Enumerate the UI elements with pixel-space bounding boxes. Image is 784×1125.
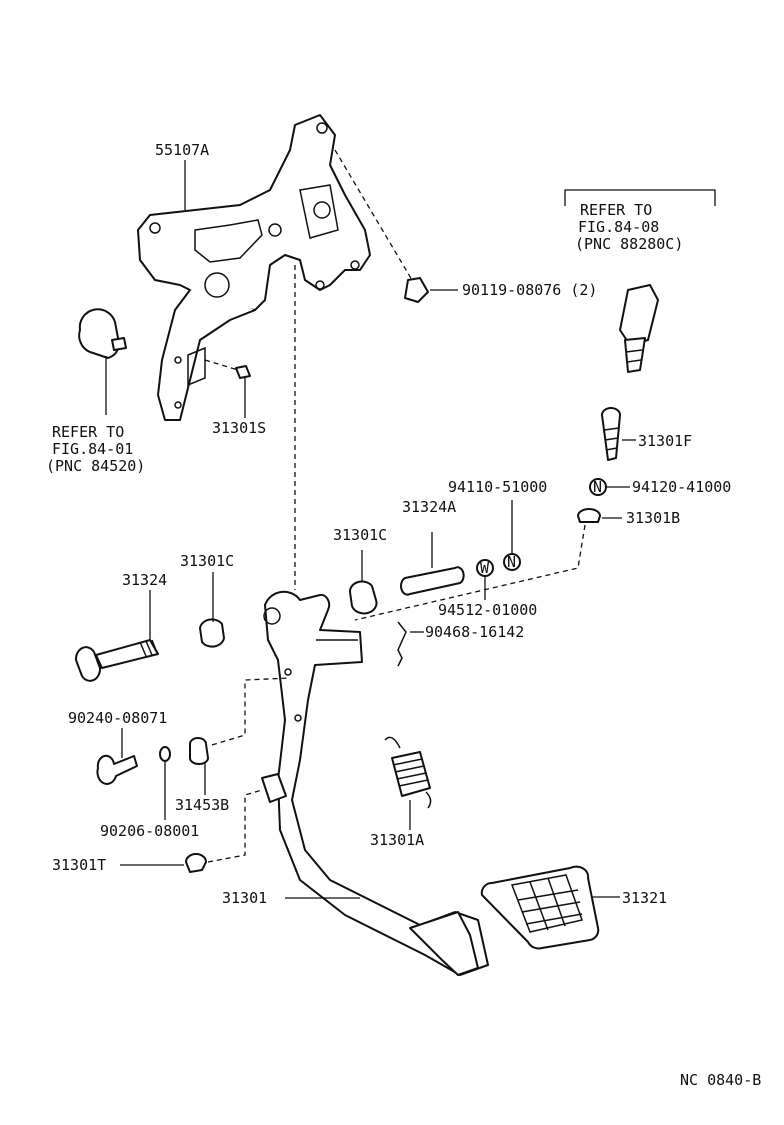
ref1-line1: REFER TO — [580, 201, 652, 219]
clip-90468 — [397, 621, 424, 667]
nut-94110: N — [503, 500, 521, 571]
label-31301S: 31301S — [212, 419, 266, 437]
pedal-bolt-31324 — [74, 590, 159, 682]
bracket-screw — [204, 359, 251, 418]
washer-90206 — [159, 746, 171, 820]
label-90240: 90240-08071 — [68, 709, 167, 727]
ref2-line1: REFER TO — [52, 423, 124, 441]
stopper-cushion — [78, 308, 127, 415]
collar-31453B — [189, 677, 291, 795]
pedal-shaft-31324A — [400, 532, 465, 596]
figure-code: NC 0840-B — [680, 1071, 761, 1089]
return-spring-31301A — [384, 736, 432, 830]
washer-94512: W — [476, 559, 494, 600]
label-55107A: 55107A — [155, 141, 209, 159]
callout-labels: 55107A 90119-08076 (2) 31301S 31301F 941… — [52, 141, 731, 907]
nut-94120: N — [589, 478, 630, 496]
label-94512: 94512-01000 — [438, 601, 537, 619]
label-94110: 94110-51000 — [448, 478, 547, 496]
reference-note-84-01: REFER TO FIG.84-01 (PNC 84520) — [46, 423, 145, 475]
clutch-pedal — [261, 590, 489, 976]
label-90468: 90468-16142 — [425, 623, 524, 641]
label-90119: 90119-08076 (2) — [462, 281, 597, 299]
label-94120: 94120-41000 — [632, 478, 731, 496]
bushing-31301C-left — [199, 572, 225, 648]
label-31301F: 31301F — [638, 432, 692, 450]
pedal-pad-31321 — [480, 865, 620, 950]
nut-symbol-2: N — [507, 553, 516, 571]
ref1-line2: FIG.84-08 — [578, 218, 659, 236]
label-31453B: 31453B — [175, 796, 229, 814]
cushion-31301B — [354, 508, 622, 621]
washer-symbol: W — [480, 559, 490, 577]
bushing-31301C-right — [349, 550, 378, 615]
label-31301C-right: 31301C — [333, 526, 387, 544]
pedal-stud-31301F — [601, 407, 636, 461]
nut-symbol: N — [593, 478, 602, 496]
pedal-bracket — [137, 114, 371, 421]
label-31301C-left: 31301C — [180, 552, 234, 570]
ref2-line3: (PNC 84520) — [46, 457, 145, 475]
ref2-line2: FIG.84-01 — [52, 440, 133, 458]
label-90206: 90206-08001 — [100, 822, 199, 840]
label-31301T: 31301T — [52, 856, 106, 874]
label-31324: 31324 — [122, 571, 167, 589]
reference-note-84-08: REFER TO FIG.84-08 (PNC 88280C) — [575, 201, 683, 253]
bracket-bolt — [334, 149, 458, 303]
label-31301B: 31301B — [626, 509, 680, 527]
ref1-line3: (PNC 88280C) — [575, 235, 683, 253]
clip-31301T — [120, 789, 263, 873]
label-31301: 31301 — [222, 889, 267, 907]
label-31321: 31321 — [622, 889, 667, 907]
label-31324A: 31324A — [402, 498, 456, 516]
label-31301A: 31301A — [370, 831, 424, 849]
stop-lamp-switch — [564, 189, 716, 373]
bolt-90240 — [96, 728, 138, 785]
